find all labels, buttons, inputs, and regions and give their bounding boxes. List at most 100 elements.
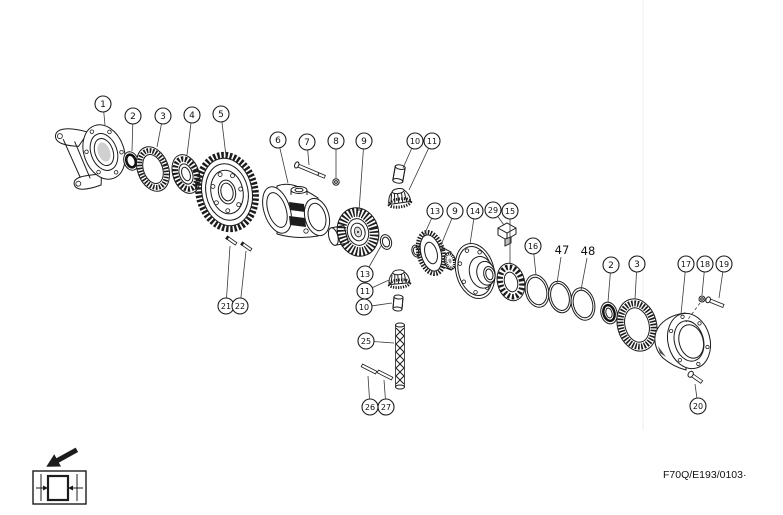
callout-19-21: 19 bbox=[715, 255, 733, 299]
callout-20-22: 20 bbox=[689, 383, 707, 415]
callout-number: 21 bbox=[221, 302, 231, 311]
part-side-gear-left bbox=[327, 207, 380, 257]
leader-line bbox=[469, 219, 475, 245]
part-bolt-20 bbox=[687, 370, 704, 384]
callout-circle bbox=[406, 132, 424, 150]
callout-circle bbox=[327, 132, 345, 150]
callout-29-14: 29 bbox=[484, 201, 505, 226]
callout-circle bbox=[426, 202, 444, 220]
callout-number: 29 bbox=[488, 206, 498, 215]
callout-circle bbox=[377, 398, 395, 416]
leader-line bbox=[372, 302, 393, 307]
callout-number: 15 bbox=[505, 207, 515, 216]
part-pinion-bush-lower bbox=[392, 294, 404, 312]
part-bearing-front bbox=[171, 154, 201, 194]
callout-number: 9 bbox=[361, 137, 367, 147]
callout-number: 13 bbox=[430, 207, 440, 216]
part-oil-seal-left bbox=[123, 151, 139, 171]
callout-circle bbox=[183, 106, 201, 124]
callout-10-9: 10 bbox=[402, 132, 424, 169]
callout-18-20: 18 bbox=[696, 255, 714, 296]
callout-circle bbox=[689, 397, 707, 415]
leader-line bbox=[556, 256, 562, 284]
part-shim-ring-16 bbox=[524, 274, 550, 308]
callout-circle bbox=[466, 202, 484, 220]
leader-line bbox=[402, 148, 412, 169]
callout-number: 9 bbox=[452, 207, 458, 217]
callout-circle bbox=[677, 255, 695, 273]
callout-circle bbox=[628, 255, 646, 273]
callout-number: 18 bbox=[700, 260, 710, 269]
callout-circle bbox=[94, 95, 112, 113]
callout-17-19: 17 bbox=[677, 255, 695, 315]
callout-21-23: 21 bbox=[217, 245, 235, 315]
part-nut-8 bbox=[332, 178, 340, 186]
callout-circle bbox=[357, 332, 375, 350]
callout-3-18: 3 bbox=[628, 255, 646, 300]
callout-15-15: 15 bbox=[501, 202, 519, 263]
callout-8-7: 8 bbox=[327, 132, 345, 178]
callout-3-2: 3 bbox=[154, 107, 172, 148]
splined-shaft-end bbox=[443, 252, 457, 270]
callout-number: 10 bbox=[410, 137, 420, 146]
leader-line bbox=[156, 124, 162, 148]
callout-number: 11 bbox=[427, 137, 437, 146]
part-cross-shaft bbox=[395, 322, 405, 390]
leader-line bbox=[408, 148, 429, 191]
leader-line bbox=[607, 273, 611, 303]
leader-line bbox=[226, 245, 231, 298]
callout-1-0: 1 bbox=[94, 95, 112, 126]
callout-6-5: 6 bbox=[269, 131, 289, 184]
part-drive-flange bbox=[54, 124, 126, 190]
arrow-down-left-icon bbox=[46, 447, 79, 467]
part-number-label: 47 bbox=[555, 243, 570, 257]
callout-number: 3 bbox=[634, 260, 640, 270]
callout-11-10: 11 bbox=[408, 132, 441, 191]
callout-13-11: 13 bbox=[418, 202, 444, 247]
label-47: 47 bbox=[555, 243, 570, 284]
callout-number: 11 bbox=[360, 287, 370, 296]
shim-measure-icon bbox=[32, 470, 87, 505]
callout-circle bbox=[423, 132, 441, 150]
part-crown-wheel-gear bbox=[195, 151, 259, 233]
part-shim-ring-48 bbox=[570, 287, 596, 321]
callout-13-25: 13 bbox=[356, 245, 382, 283]
part-output-flange bbox=[454, 243, 496, 299]
callout-circle bbox=[524, 237, 542, 255]
leader-line bbox=[103, 112, 106, 126]
leader-line bbox=[374, 341, 395, 344]
callout-circle bbox=[298, 133, 316, 151]
part-number-label: 48 bbox=[581, 244, 596, 258]
callout-25-28: 25 bbox=[357, 332, 395, 350]
callout-10-27: 10 bbox=[355, 298, 393, 316]
callout-circle bbox=[154, 107, 172, 125]
callout-number: 17 bbox=[681, 260, 691, 269]
leader-line bbox=[221, 122, 227, 157]
callout-circle bbox=[446, 202, 464, 220]
figure-code: F70Q/E193/0103· bbox=[663, 469, 746, 481]
callout-2-1: 2 bbox=[124, 107, 142, 152]
part-bevel-pinion-lower bbox=[387, 269, 412, 289]
callout-number: 27 bbox=[381, 403, 391, 412]
callout-circle bbox=[124, 107, 142, 125]
callout-number: 7 bbox=[304, 138, 310, 148]
leader-line bbox=[497, 216, 505, 226]
callout-circle bbox=[602, 256, 620, 274]
part-bevel-pinion-upper bbox=[387, 187, 413, 209]
callout-9-12: 9 bbox=[440, 202, 464, 246]
callout-circle bbox=[355, 298, 373, 316]
leader-line bbox=[718, 272, 724, 299]
callout-circle bbox=[212, 105, 230, 123]
part-shim-ring-47 bbox=[548, 280, 572, 314]
leader-line bbox=[418, 218, 432, 247]
part-hub-bearing bbox=[496, 262, 526, 302]
callout-circle bbox=[501, 202, 519, 220]
part-stud-22 bbox=[240, 241, 253, 252]
leader-line bbox=[307, 150, 310, 166]
callout-number: 5 bbox=[218, 110, 224, 120]
label-48: 48 bbox=[580, 244, 596, 291]
part-bolt-19 bbox=[705, 296, 725, 309]
leader-line bbox=[186, 123, 192, 156]
part-thrust-washer-13 bbox=[379, 234, 393, 250]
